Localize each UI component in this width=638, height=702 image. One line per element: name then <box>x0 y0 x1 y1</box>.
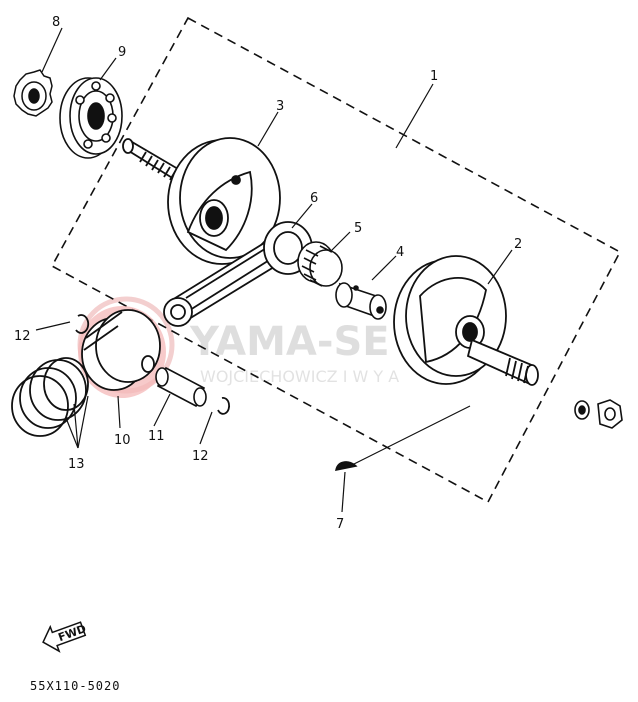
callout-11: 11 <box>148 429 165 444</box>
callout-10: 10 <box>114 433 131 448</box>
part-11-piston-pin <box>155 366 207 408</box>
callout-4: 4 <box>396 245 404 260</box>
nut-and-washer <box>574 399 623 429</box>
callout-1: 1 <box>430 69 438 84</box>
part-4-crank-pin <box>335 282 387 320</box>
leader-lines <box>35 27 513 513</box>
part-10-piston <box>78 306 166 398</box>
fwd-arrow-icon: FWD <box>42 621 88 653</box>
callout-2: 2 <box>514 237 522 252</box>
callout-8: 8 <box>52 15 60 30</box>
part-9-bearing <box>59 77 123 159</box>
callout-12-left: 12 <box>14 329 31 344</box>
fwd-label: FWD <box>56 622 87 644</box>
callout-3: 3 <box>276 99 284 114</box>
part-3-crank-half <box>122 137 281 265</box>
part-5-needle-bearing <box>297 241 343 287</box>
part-6-connecting-rod <box>163 221 313 327</box>
callout-12-right: 12 <box>192 449 209 464</box>
callout-9: 9 <box>118 45 126 60</box>
part-code: 55X110-5020 <box>30 679 120 693</box>
callout-13: 13 <box>68 457 85 472</box>
callout-5: 5 <box>354 221 362 236</box>
callout-6: 6 <box>310 191 318 206</box>
part-13-piston-rings <box>11 357 89 437</box>
part-8-sprocket <box>13 69 53 117</box>
part-2-crank-half <box>393 255 539 386</box>
watermark-subtitle: WOJCIECHOWICZ I W Y A <box>200 367 399 386</box>
callout-7: 7 <box>336 517 344 532</box>
part-12-circlips <box>75 314 231 415</box>
part-7-key <box>335 461 358 471</box>
